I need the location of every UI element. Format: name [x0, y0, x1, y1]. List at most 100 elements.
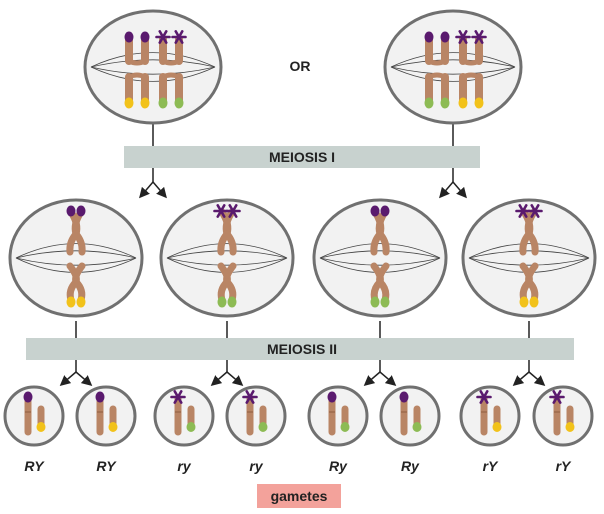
chromatid-arm	[376, 230, 390, 256]
allele-R	[140, 31, 150, 43]
gamete-cells	[3, 385, 594, 447]
meiosis-1-product-cells	[8, 198, 597, 318]
allele-R	[23, 391, 33, 403]
spindle-fiber	[319, 257, 441, 266]
centromere	[127, 58, 147, 66]
spindle-fiber	[15, 243, 137, 259]
spindle-fiber	[166, 257, 288, 266]
spindle-fiber	[390, 66, 516, 82]
gamete-cell	[75, 385, 137, 447]
spindle-fiber	[90, 66, 216, 82]
mutation-star-stroke	[552, 390, 562, 404]
allele-Y	[124, 97, 134, 109]
mutation-star-stroke	[216, 204, 226, 218]
gametes-caption: gametes	[271, 488, 328, 504]
spindle-fiber	[390, 66, 516, 75]
gamete-cell	[532, 385, 594, 447]
chromatid-arm	[525, 230, 539, 256]
spindle-fiber	[15, 257, 137, 266]
allele-Y	[565, 422, 575, 432]
arrow	[139, 181, 154, 199]
gamete-label: ry	[249, 458, 263, 474]
meiosis-1-cell	[312, 198, 448, 318]
allele-Y	[412, 422, 422, 432]
spindle-fiber	[319, 250, 441, 259]
arrow	[152, 181, 167, 199]
allele-Y	[519, 296, 529, 308]
allele-Y	[174, 97, 184, 109]
allele-R	[327, 391, 337, 403]
spindle-fiber	[468, 250, 590, 259]
allele-Y	[217, 296, 227, 308]
spindle-fiber	[390, 52, 516, 68]
cell-membrane	[225, 385, 287, 447]
gamete-label: ry	[177, 458, 191, 474]
parent-cell	[83, 9, 223, 125]
or-label: OR	[290, 58, 311, 74]
mutation-star-stroke	[530, 204, 540, 218]
gamete-cell	[307, 385, 369, 447]
cell-membrane	[153, 385, 215, 447]
gamete-label: Ry	[329, 458, 348, 474]
allele-Y	[424, 97, 434, 109]
arrow	[363, 371, 381, 386]
centromere	[461, 72, 481, 80]
arrow	[452, 181, 467, 199]
gamete-cell	[3, 385, 65, 447]
spindle-fiber	[166, 243, 288, 259]
chromatid-arm	[223, 230, 237, 256]
arrow	[210, 371, 228, 386]
spindle-fiber	[15, 250, 137, 259]
allele-Y	[108, 422, 118, 432]
arrow	[226, 371, 244, 386]
centromere	[427, 72, 447, 80]
chromatid-arm	[72, 230, 86, 256]
allele-Y	[492, 422, 502, 432]
allele-Y	[458, 97, 468, 109]
meiosis-1-bar	[124, 146, 480, 168]
cell-membrane	[461, 198, 597, 318]
allele-Y	[370, 296, 380, 308]
spindle-fiber	[90, 66, 216, 75]
allele-Y	[66, 296, 76, 308]
allele-R	[380, 205, 390, 217]
cell-membrane	[3, 385, 65, 447]
allele-R	[399, 391, 409, 403]
allele-Y	[529, 296, 539, 308]
spindle-fiber	[90, 59, 216, 68]
centromere	[161, 58, 181, 66]
allele-Y	[227, 296, 237, 308]
cell-membrane	[83, 9, 223, 125]
spindle-fiber	[468, 243, 590, 259]
gamete-labels: RY RY ry ry Ry Ry rY rY	[24, 458, 572, 474]
gamete-label: RY	[24, 458, 45, 474]
cell-membrane	[159, 198, 295, 318]
allele-R	[440, 31, 450, 43]
gamete-cell	[225, 385, 287, 447]
allele-Y	[340, 422, 350, 432]
mutation-star-stroke	[458, 30, 468, 44]
allele-R	[76, 205, 86, 217]
gamete-label: Ry	[401, 458, 420, 474]
allele-Y	[76, 296, 86, 308]
spindle-fiber	[390, 59, 516, 68]
cell-membrane	[312, 198, 448, 318]
mutation-star-stroke	[474, 30, 484, 44]
allele-Y	[186, 422, 196, 432]
allele-R	[66, 205, 76, 217]
allele-Y	[140, 97, 150, 109]
allele-Y	[474, 97, 484, 109]
gamete-cell	[379, 385, 441, 447]
cell-membrane	[8, 198, 144, 318]
gamete-label: rY	[556, 458, 572, 474]
allele-Y	[158, 97, 168, 109]
allele-R	[370, 205, 380, 217]
mutation-star-stroke	[158, 30, 168, 44]
spindle-fiber	[90, 52, 216, 68]
centromere	[161, 72, 181, 80]
allele-R	[124, 31, 134, 43]
mutation-star-stroke	[174, 30, 184, 44]
arrow	[59, 371, 77, 386]
allele-Y	[380, 296, 390, 308]
